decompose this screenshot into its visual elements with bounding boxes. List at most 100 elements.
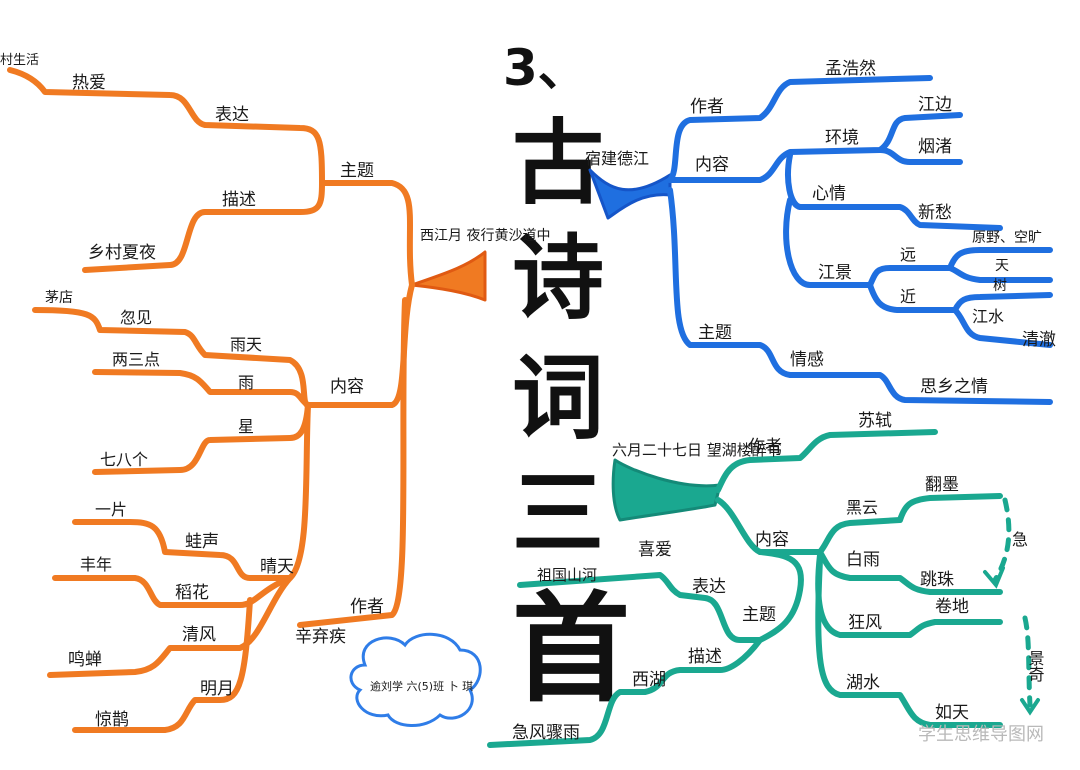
orange-content-breeze <box>47 575 293 678</box>
node-orange-author: 作者 <box>350 597 384 617</box>
node-orange-star: 星 <box>238 417 254 436</box>
node-blue-author: 作者 <box>690 97 724 117</box>
node-blue-sky: 天 <box>995 258 1009 274</box>
node-teal-white-rain: 白雨 <box>846 550 880 570</box>
blue-theme <box>667 187 1053 405</box>
teal-dashed-arrows <box>992 497 1033 708</box>
node-orange-harvest: 丰年 <box>80 555 112 574</box>
poem-title-blue: 宿建德江 <box>585 149 649 168</box>
title-char-3: 词 <box>512 345 604 452</box>
blue-mood <box>785 152 1003 231</box>
node-orange-content: 内容 <box>330 377 364 397</box>
node-blue-mist: 烟渚 <box>918 137 952 157</box>
node-orange-cicada: 鸣蝉 <box>68 650 102 670</box>
labels-orange: 西江月 夜行黄沙道中 主题 表达 热爱 村生活 描述 乡村夏夜 内容 雨天 忽见… <box>0 53 550 730</box>
node-orange-sudden: 忽见 <box>120 308 152 327</box>
node-teal-content: 内容 <box>755 530 789 550</box>
node-blue-mood: 心情 <box>812 184 846 204</box>
node-teal-sky: 如天 <box>935 703 969 723</box>
node-blue-wild: 原野、空旷 <box>972 230 1042 246</box>
central-title: 3、 古 诗 词 三 首 <box>503 39 630 718</box>
blue-author <box>667 75 933 183</box>
node-blue-emotion: 情感 <box>790 350 824 370</box>
node-teal-love: 喜爱 <box>638 540 672 560</box>
node-teal-lake: 湖水 <box>846 673 880 693</box>
title-char-4: 三 <box>512 460 604 567</box>
node-teal-pearls: 跳珠 <box>920 570 954 590</box>
node-blue-river-island: 江边 <box>918 95 952 115</box>
node-blue-new-sorrow: 新愁 <box>918 203 952 223</box>
node-blue-env: 环境 <box>825 128 859 148</box>
orange-content-sunny <box>72 402 311 581</box>
watermark: 学生思维导图网 <box>918 724 1044 745</box>
teal-theme-describe <box>487 637 763 748</box>
node-orange-night: 乡村夏夜 <box>88 243 156 263</box>
orange-content-moon <box>72 597 253 733</box>
node-orange-love: 热爱 <box>72 73 106 93</box>
node-orange-moon: 明月 <box>200 679 234 699</box>
teal-content <box>715 493 1003 555</box>
poem-title-orange: 西江月 夜行黄沙道中 <box>420 227 550 244</box>
funnel-blue <box>588 168 672 220</box>
node-orange-frog: 蛙声 <box>185 532 219 552</box>
node-blue-author-name: 孟浩然 <box>825 59 876 79</box>
blue-scene-clear <box>952 307 1053 348</box>
node-orange-few: 两三点 <box>112 350 160 369</box>
node-blue-theme: 主题 <box>698 323 732 343</box>
funnel-orange <box>410 250 487 302</box>
node-teal-roll: 卷地 <box>935 597 969 617</box>
node-orange-describe: 描述 <box>222 190 256 210</box>
node-orange-breeze: 清风 <box>182 625 216 645</box>
node-teal-express: 表达 <box>692 577 726 597</box>
node-orange-seven: 七八个 <box>100 450 148 469</box>
blue-scene-near <box>867 282 1053 313</box>
node-orange-rain: 雨 <box>238 373 254 392</box>
node-teal-author-name: 苏轼 <box>858 411 892 431</box>
node-teal-describe: 描述 <box>688 647 722 667</box>
signature-cloud <box>349 632 482 727</box>
node-orange-sunny: 晴天 <box>260 557 294 577</box>
node-teal-scenery: 景奇 <box>1026 650 1045 682</box>
node-teal-black-cloud: 黑云 <box>846 498 878 517</box>
poem-sujiandejiang <box>588 75 1053 405</box>
dashed-arrow-2 <box>1022 615 1033 708</box>
node-orange-rainy: 雨天 <box>230 335 262 354</box>
teal-content-pearls <box>817 549 1003 595</box>
dashed-arrow-1 <box>992 497 1012 583</box>
orange-theme-express <box>7 67 325 186</box>
node-teal-west-lake: 西湖 <box>632 670 666 690</box>
title-prefix: 3、 <box>503 39 588 97</box>
node-blue-tree: 树 <box>993 278 1007 294</box>
node-orange-inn: 茅店 <box>45 290 73 306</box>
blue-content <box>667 112 963 183</box>
node-orange-piece: 一片 <box>95 500 127 519</box>
labels-blue: 宿建德江 作者 孟浩然 内容 环境 江边 烟渚 心情 新愁 江景 远 原野、空旷… <box>585 59 1056 397</box>
arrow-head-2 <box>1020 698 1040 716</box>
node-blue-near: 近 <box>900 287 916 306</box>
teal-content-lake <box>815 557 1003 728</box>
arrow-head-1 <box>983 566 1005 589</box>
blue-scene-sky <box>947 265 1053 283</box>
node-blue-homesick: 思乡之情 <box>920 377 988 397</box>
poem-title-teal: 六月二十七日 望湖楼醉书 <box>612 441 782 459</box>
title-char-1: 古 <box>512 110 604 217</box>
title-char-2: 诗 <box>512 225 604 332</box>
node-orange-life: 村生活 <box>0 53 39 68</box>
node-orange-rice: 稻花 <box>175 583 209 603</box>
node-orange-magpie: 惊鹊 <box>95 710 129 730</box>
poem-wanghulou <box>487 429 1003 748</box>
node-orange-author-name: 辛弃疾 <box>295 627 346 647</box>
node-blue-scene: 江景 <box>818 263 852 283</box>
trunk-orange-author <box>297 297 408 628</box>
node-teal-author: 作者 <box>748 437 782 457</box>
blue-content-mist <box>877 147 963 165</box>
funnel-teal <box>611 458 722 522</box>
node-orange-theme: 主题 <box>340 161 374 181</box>
node-teal-homeland: 祖国山河 <box>537 566 597 584</box>
node-teal-wind: 狂风 <box>848 613 882 633</box>
node-teal-ink: 翻墨 <box>925 475 959 495</box>
node-blue-far: 远 <box>900 245 916 264</box>
node-orange-express: 表达 <box>215 105 249 125</box>
node-blue-clear: 清澈 <box>1022 330 1056 350</box>
